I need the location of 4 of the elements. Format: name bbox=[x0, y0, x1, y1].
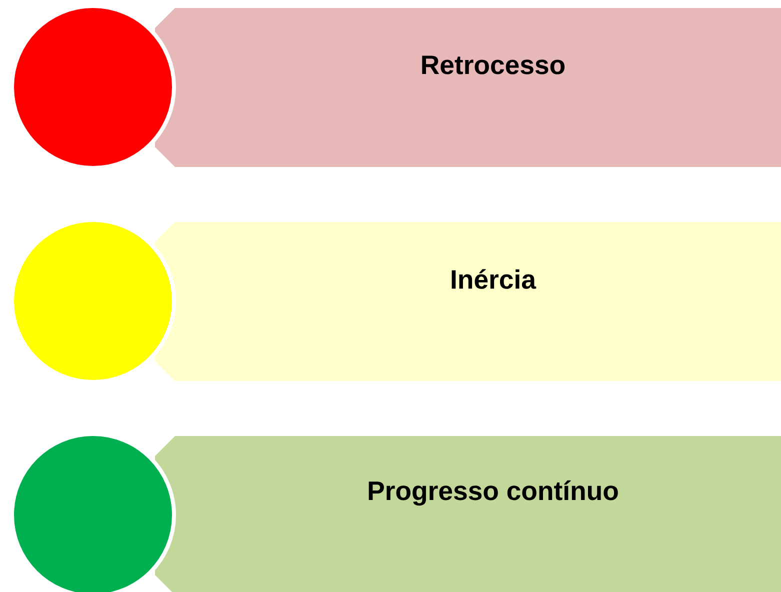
banner: Progresso contínuo bbox=[155, 436, 781, 592]
banner: Retrocesso bbox=[155, 8, 781, 167]
banner: Inércia bbox=[155, 222, 781, 381]
traffic-light-circle bbox=[10, 432, 176, 592]
